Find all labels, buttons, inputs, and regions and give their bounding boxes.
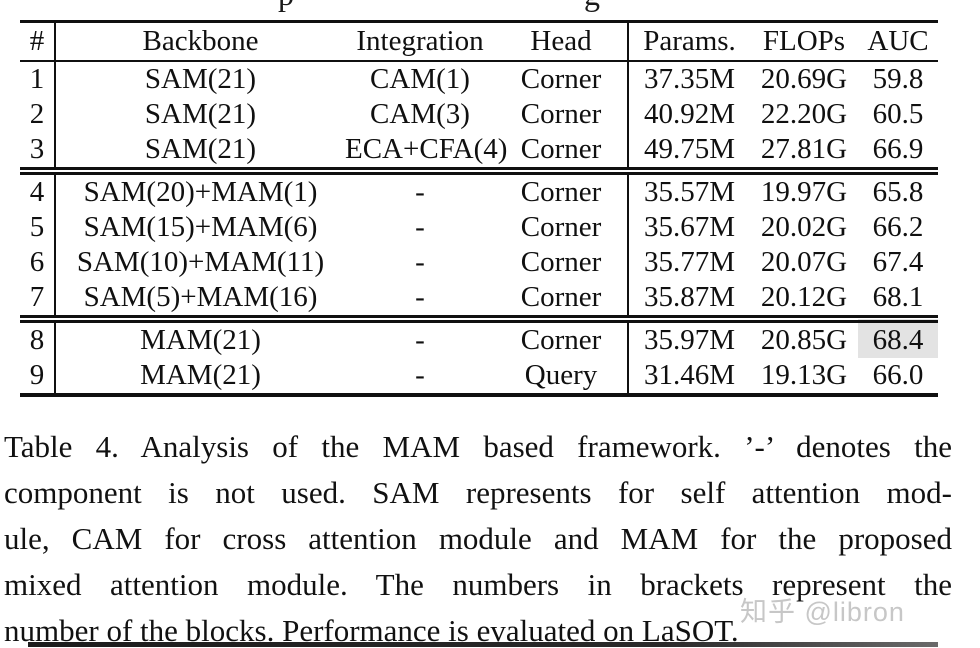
cell-num: 6 — [20, 245, 56, 280]
cell-num: 1 — [20, 61, 56, 97]
cell-head: Corner — [495, 245, 629, 280]
cell-flops: 27.81G — [760, 133, 848, 165]
cut-off-text-fragment: g — [584, 0, 600, 13]
cell-head: Corner — [495, 61, 629, 97]
cell-auc: 59.8 — [872, 63, 924, 95]
cell-flops: 22.20G — [760, 98, 848, 130]
cell-backbone: SAM(21) — [144, 133, 257, 165]
cell-integration: - — [415, 281, 425, 313]
cell-params: 31.46M — [643, 359, 736, 391]
col-header-auc: AUC — [858, 21, 938, 62]
table-row: 8 MAM(21) - Corner 35.97M 20.85G 68.4 — [20, 315, 938, 358]
cell-head: Corner — [495, 280, 629, 319]
cut-off-text-fragment: p — [278, 0, 294, 13]
cell-backbone: SAM(21) — [144, 63, 257, 95]
col-header-integration: Integration — [345, 21, 495, 62]
cell-flops: 19.97G — [750, 167, 858, 210]
table-caption: Table 4. Analysis of the MAM based frame… — [4, 424, 952, 648]
watermark: 知乎 @libron — [740, 597, 905, 627]
cell-num: 2 — [20, 97, 56, 132]
cell-integration: - — [415, 359, 425, 391]
cell-num: 9 — [20, 358, 56, 395]
table-row: 9 MAM(21) - Query 31.46M 19.13G 66.0 — [20, 358, 938, 395]
cell-flops: 20.07G — [760, 246, 848, 278]
cell-head: Corner — [495, 97, 629, 132]
cell-auc-best: 68.4 — [858, 315, 938, 358]
cell-auc: 66.0 — [872, 359, 924, 391]
cell-integration: - — [345, 167, 495, 210]
cell-integration: - — [345, 315, 495, 358]
col-header-head: Head — [495, 21, 629, 62]
cell-backbone: MAM(21) — [55, 315, 345, 358]
cell-backbone: MAM(21) — [140, 359, 261, 391]
cell-auc: 65.8 — [858, 167, 938, 210]
table-row: 4 SAM(20)+MAM(1) - Corner 35.57M 19.97G … — [20, 167, 938, 210]
table-row: 5 SAM(15)+MAM(6) - Corner 35.67M 20.02G … — [20, 210, 938, 245]
cell-num: 4 — [20, 167, 56, 210]
cell-integration: ECA+CFA(4) — [345, 133, 508, 165]
cut-off-next-table-rule — [28, 642, 938, 647]
cell-backbone: SAM(20)+MAM(1) — [55, 167, 345, 210]
cut-off-text-strip: p g — [0, 0, 980, 13]
cell-flops: 20.02G — [760, 211, 848, 243]
col-header-params: Params. — [628, 21, 750, 62]
cell-head: Corner — [495, 210, 629, 245]
table-row: 1 SAM(21) CAM(1) Corner 37.35M 20.69G 59… — [20, 61, 938, 97]
cell-head: Corner — [495, 132, 629, 171]
cell-integration: CAM(3) — [370, 98, 470, 130]
cell-flops: 20.69G — [760, 63, 848, 95]
cell-params: 49.75M — [643, 133, 736, 165]
caption-line: mixed attention module. The numbers in b… — [4, 567, 952, 602]
cell-integration: - — [415, 246, 425, 278]
caption-line: Table 4. Analysis of the MAM based frame… — [4, 429, 952, 464]
table-row: 6 SAM(10)+MAM(11) - Corner 35.77M 20.07G… — [20, 245, 938, 280]
cell-head: Corner — [495, 167, 629, 210]
cell-head: Query — [495, 358, 629, 395]
col-header-num: # — [20, 21, 56, 62]
cell-backbone: SAM(21) — [144, 98, 257, 130]
cell-backbone: SAM(10)+MAM(11) — [76, 246, 325, 278]
col-header-backbone: Backbone — [55, 21, 345, 62]
cell-backbone: SAM(15)+MAM(6) — [83, 211, 318, 243]
cell-params: 40.92M — [643, 98, 736, 130]
cell-auc: 67.4 — [872, 246, 924, 278]
cell-flops: 19.13G — [760, 359, 848, 391]
cell-params: 35.77M — [643, 246, 736, 278]
cell-flops: 20.85G — [750, 315, 858, 358]
cell-params: 35.67M — [643, 211, 736, 243]
cell-num: 8 — [20, 315, 56, 358]
cell-params: 37.35M — [643, 63, 736, 95]
cell-integration: CAM(1) — [370, 63, 470, 95]
cell-num: 7 — [20, 280, 56, 319]
cell-params: 35.97M — [628, 315, 750, 358]
col-header-flops: FLOPs — [750, 21, 858, 62]
cell-head: Corner — [495, 315, 629, 358]
table-row: 3 SAM(21) ECA+CFA(4) Corner 49.75M 27.81… — [20, 132, 938, 171]
cell-backbone: SAM(5)+MAM(16) — [83, 281, 318, 313]
cell-params: 35.57M — [628, 167, 750, 210]
results-table: # Backbone Integration Head Params. FLOP… — [20, 20, 938, 397]
caption-line: component is not used. SAM represents fo… — [4, 475, 952, 510]
cell-params: 35.87M — [643, 281, 736, 313]
caption-line: number of the blocks. Performance is eva… — [4, 613, 739, 648]
cell-auc: 60.5 — [872, 98, 924, 130]
header-row: # Backbone Integration Head Params. FLOP… — [20, 21, 938, 62]
caption-line: ule, CAM for cross attention module and … — [4, 521, 952, 556]
cell-auc: 68.1 — [872, 281, 924, 313]
cell-num: 5 — [20, 210, 56, 245]
cell-auc: 66.9 — [872, 133, 924, 165]
table-row: 2 SAM(21) CAM(3) Corner 40.92M 22.20G 60… — [20, 97, 938, 132]
cell-num: 3 — [20, 132, 56, 171]
table-row: 7 SAM(5)+MAM(16) - Corner 35.87M 20.12G … — [20, 280, 938, 319]
cell-integration: - — [415, 211, 425, 243]
cell-auc: 66.2 — [872, 211, 924, 243]
cell-flops: 20.12G — [760, 281, 848, 313]
